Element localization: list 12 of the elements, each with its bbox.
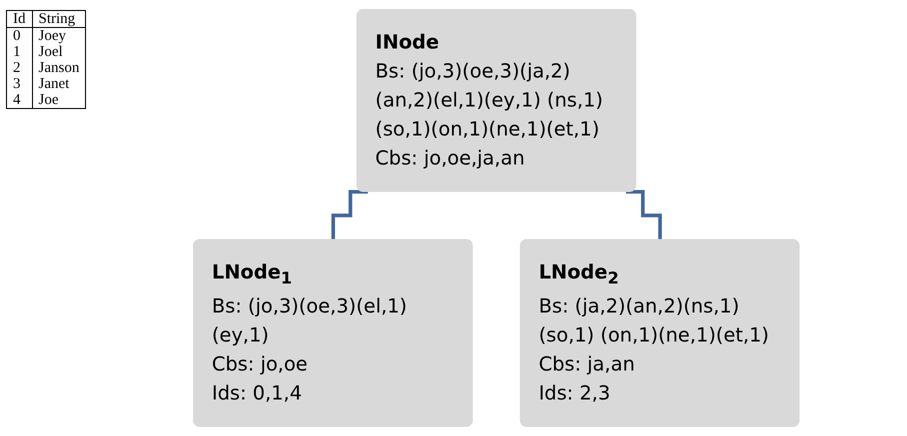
table-cell: 2 (6, 60, 32, 76)
column-header: Id (6, 10, 32, 28)
table-cell: Janson (32, 60, 86, 76)
table-cell: 3 (6, 76, 32, 92)
table-cell: 1 (6, 44, 32, 60)
column-header: String (32, 10, 86, 28)
table-cell: Joel (32, 44, 86, 60)
table-cell: Janet (32, 76, 86, 92)
table-cell: 0 (6, 28, 32, 44)
table-cell: 4 (6, 92, 32, 108)
table-cell: Joe (32, 92, 86, 108)
table-cell: Joey (32, 28, 86, 44)
